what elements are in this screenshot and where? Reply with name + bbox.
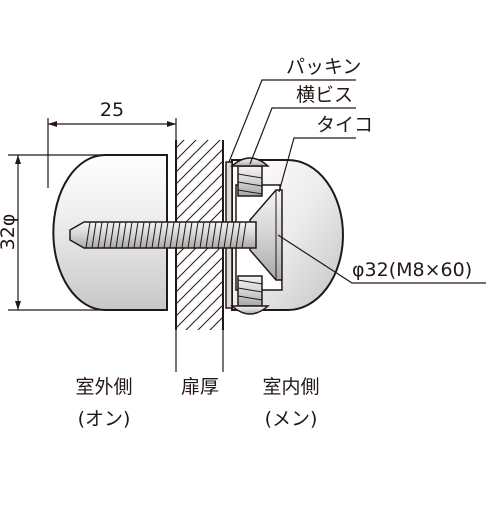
label-door-thickness: 扉厚: [181, 376, 219, 398]
callout-taiko: タイコ: [316, 114, 373, 136]
dimension-32phi-label: 32φ: [0, 214, 19, 251]
callout-side-screw: 横ビス: [296, 84, 353, 106]
label-outdoor-sub: (オン): [78, 408, 131, 430]
side-screw-upper: [230, 157, 270, 197]
callout-spec: φ32(M8×60): [352, 259, 472, 281]
bottom-extension-lines: [175, 330, 224, 372]
callout-packing: パッキン: [286, 56, 361, 78]
label-indoor: 室内側: [262, 376, 319, 398]
dimension-32phi: 32φ: [0, 154, 103, 311]
dimension-25-label: 25: [100, 99, 124, 121]
side-screw-lower: [230, 275, 270, 315]
bolt: [69, 221, 257, 249]
label-outdoor: 室外側: [75, 376, 132, 398]
dimension-25: 25: [47, 99, 177, 188]
callout-leaders: [228, 79, 486, 284]
taiko: [249, 189, 283, 281]
label-indoor-sub: (メン): [265, 408, 318, 430]
